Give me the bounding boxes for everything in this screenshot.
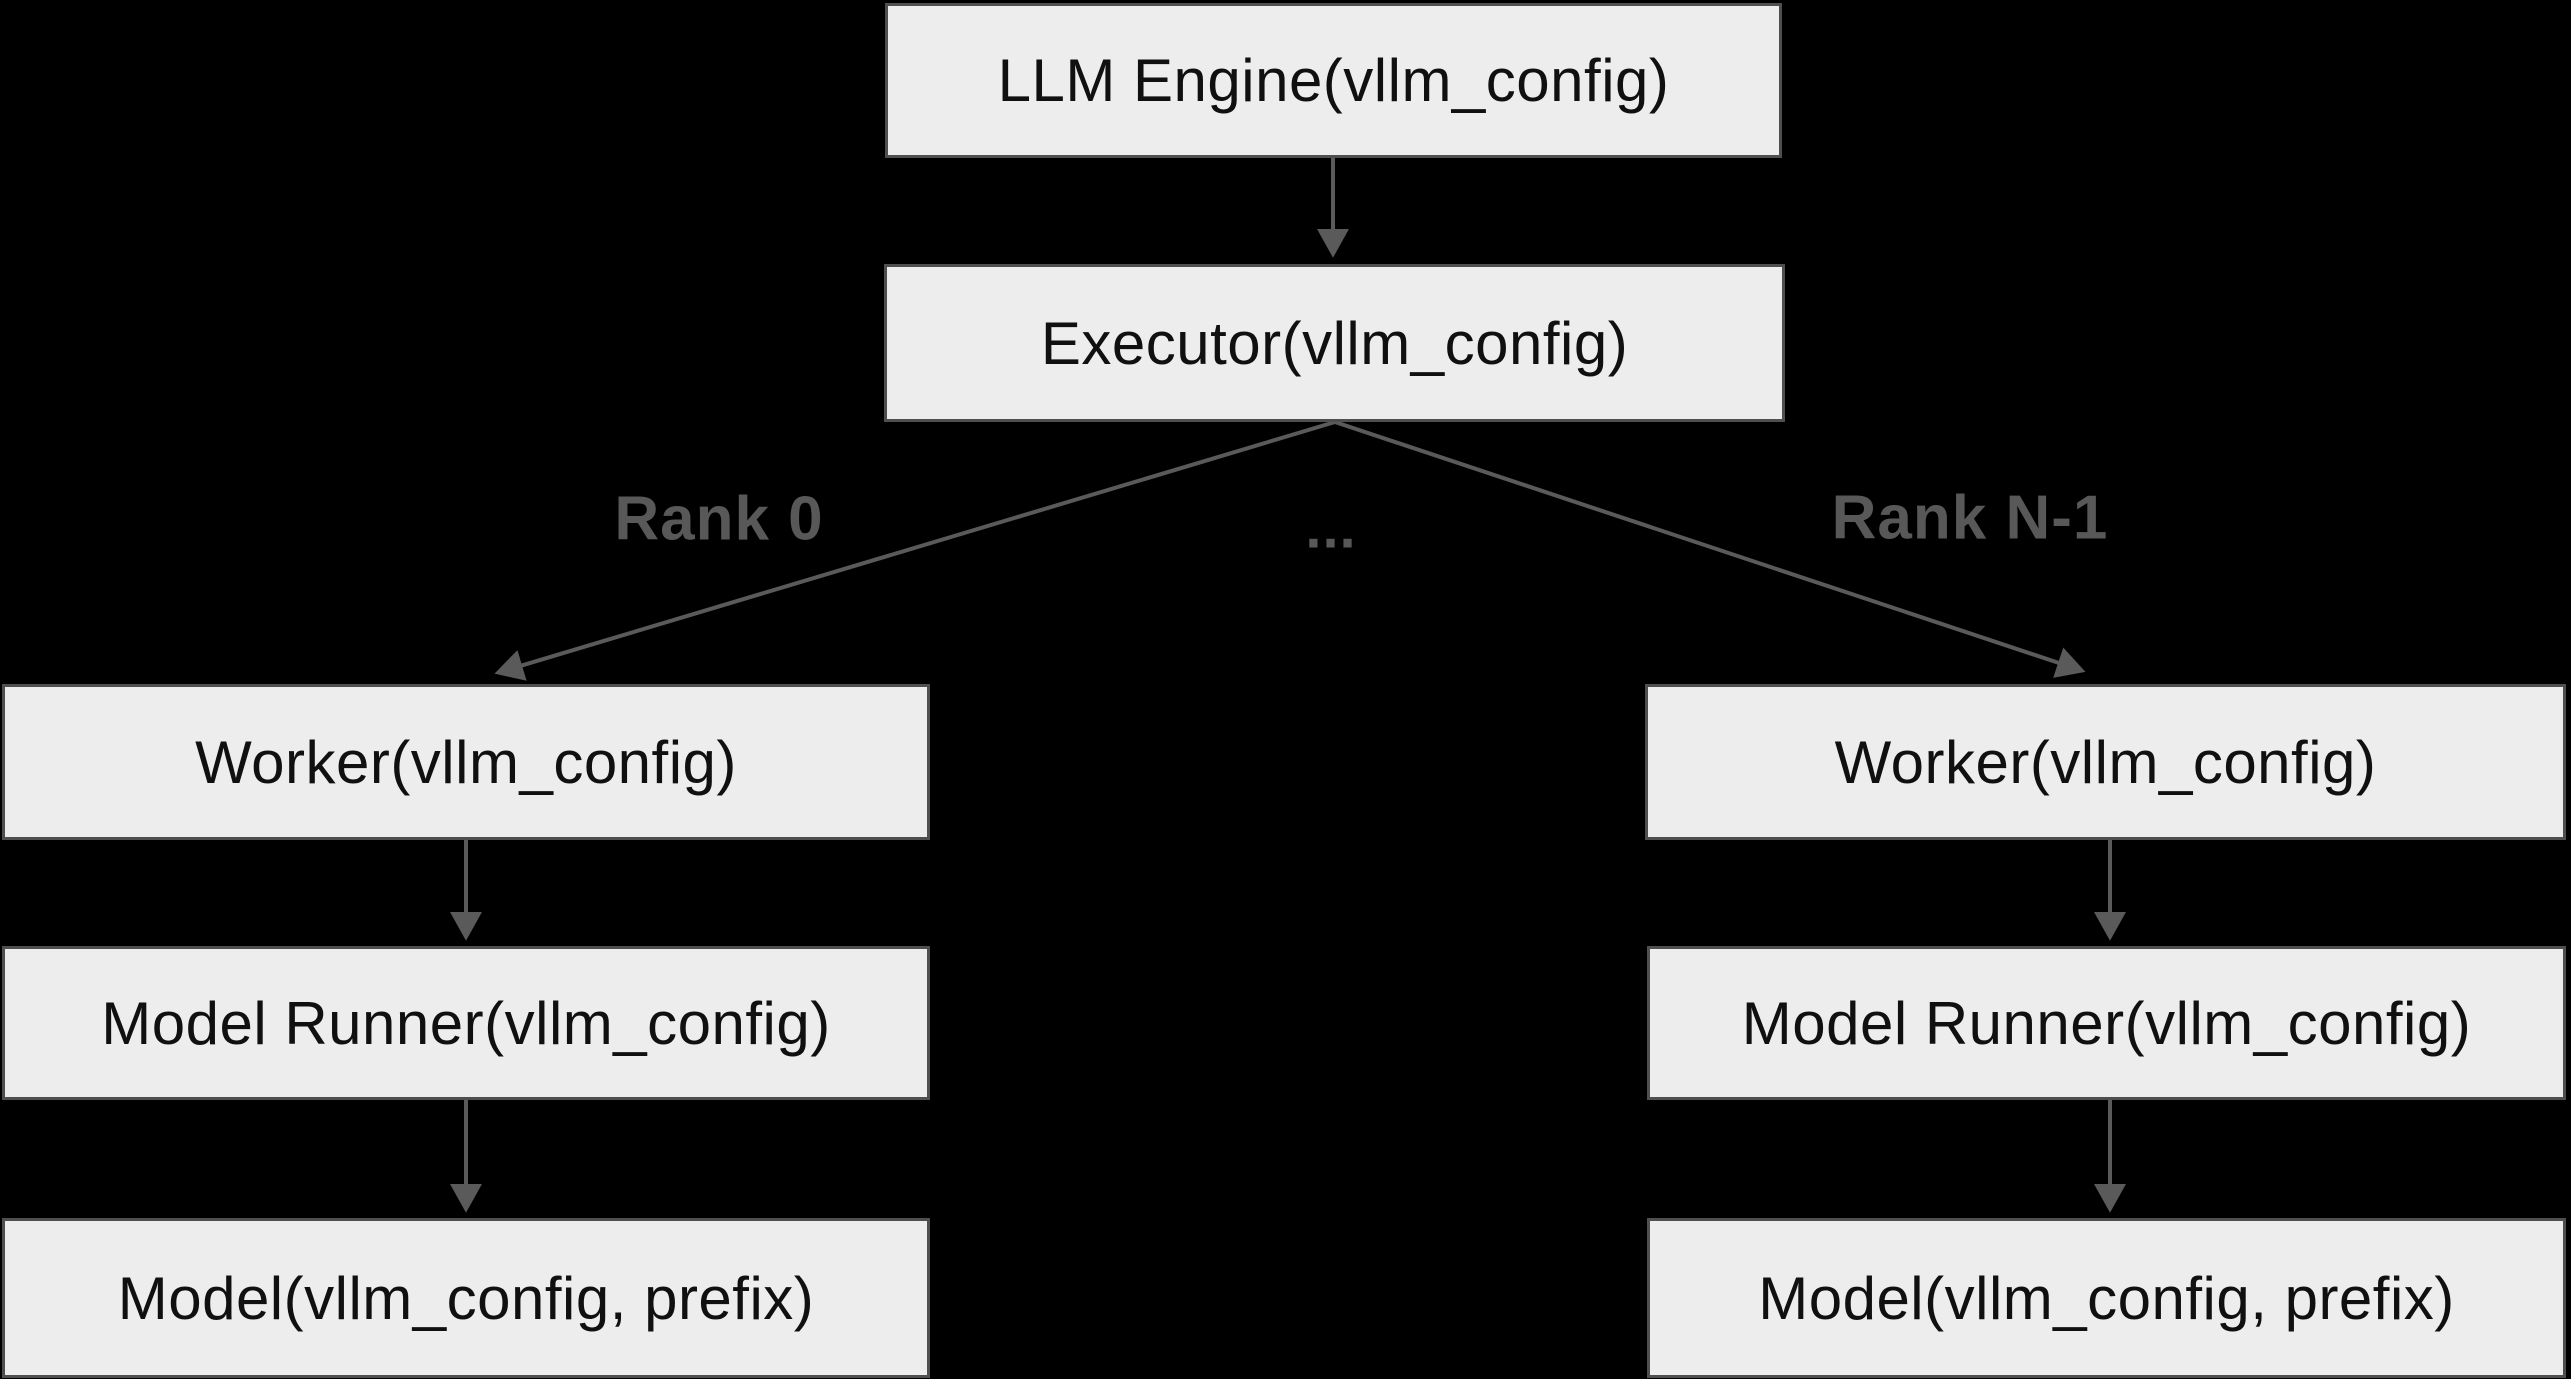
edge-label-rank-0: Rank 0 [614, 484, 824, 554]
node-model-rank-0: Model(vllm_config, prefix) [2, 1218, 930, 1378]
edge-label-ellipsis: ... [1305, 495, 1357, 561]
edge-executor-to-worker-right [1334, 420, 2086, 678]
node-model-runner-rank-n-1: Model Runner(vllm_config) [1647, 946, 2566, 1100]
node-worker-rank-0: Worker(vllm_config) [2, 684, 930, 840]
edge-executor-to-worker-left [494, 420, 1336, 681]
node-model-runner-rank-0: Model Runner(vllm_config) [2, 946, 930, 1100]
node-llm-engine: LLM Engine(vllm_config) [885, 3, 1782, 158]
node-executor: Executor(vllm_config) [884, 264, 1785, 422]
node-model-rank-n-1: Model(vllm_config, prefix) [1647, 1218, 2566, 1378]
edge-label-rank-n-1: Rank N-1 [1831, 483, 2109, 553]
node-worker-rank-n-1: Worker(vllm_config) [1645, 684, 2566, 840]
